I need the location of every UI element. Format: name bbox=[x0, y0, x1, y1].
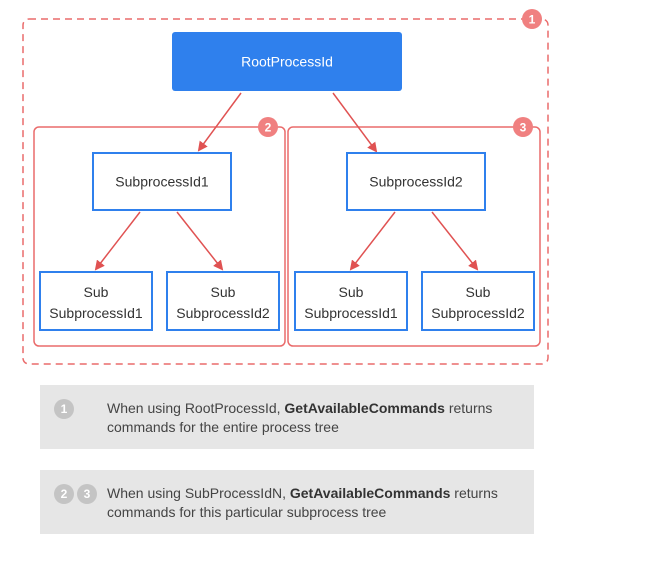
note-subprocess-text: When using SubProcessIdN, GetAvailableCo… bbox=[107, 485, 498, 520]
group-1-boundary bbox=[22, 18, 549, 365]
subprocess-2-box bbox=[346, 152, 486, 211]
note-root-text: When using RootProcessId, GetAvailableCo… bbox=[107, 400, 493, 435]
note-root-badge-1: 1 bbox=[54, 399, 74, 419]
group-1-badge-label: 1 bbox=[529, 13, 536, 27]
subsub-3-line2: SubprocessId1 bbox=[304, 305, 398, 321]
arrow-root-to-sub1 bbox=[197, 92, 242, 152]
subsub-2-line1: Sub bbox=[211, 284, 236, 300]
subsub-4-line1: Sub bbox=[466, 284, 491, 300]
note-subprocess-badges: 2 3 bbox=[54, 484, 97, 504]
subsub-3-line1: Sub bbox=[339, 284, 364, 300]
subsub-2-line2: SubprocessId2 bbox=[176, 305, 270, 321]
subsub-1-line2: SubprocessId1 bbox=[49, 305, 143, 321]
arrow-sub2-to-subsub3 bbox=[349, 211, 396, 271]
group-2-boundary bbox=[33, 126, 286, 347]
group-2-badge bbox=[258, 117, 278, 137]
arrow-sub1-to-subsub1 bbox=[94, 211, 141, 271]
subsub-1-line1: Sub bbox=[84, 284, 109, 300]
root-process-box bbox=[172, 32, 402, 91]
group-3-badge bbox=[513, 117, 533, 137]
subprocess-1-label: SubprocessId1 bbox=[115, 174, 209, 190]
subprocess-2-label: SubprocessId2 bbox=[369, 174, 463, 190]
root-process-label: RootProcessId bbox=[241, 54, 333, 70]
subsub-4-box bbox=[421, 271, 535, 331]
group-3-badge-label: 3 bbox=[520, 121, 527, 135]
group-3-boundary bbox=[287, 126, 541, 347]
subsub-3-box bbox=[294, 271, 408, 331]
subprocess-1-box bbox=[92, 152, 232, 211]
subsub-4-line2: SubprocessId2 bbox=[431, 305, 525, 321]
note-subprocess-badge-3: 3 bbox=[77, 484, 97, 504]
subsub-2-box bbox=[166, 271, 280, 331]
note-root: 1 When using RootProcessId, GetAvailable… bbox=[40, 385, 534, 449]
group-2-badge-label: 2 bbox=[265, 121, 272, 135]
subsub-1-box bbox=[39, 271, 153, 331]
note-subprocess: 2 3 When using SubProcessIdN, GetAvailab… bbox=[40, 470, 534, 534]
group-1-badge bbox=[522, 9, 542, 29]
note-subprocess-badge-2: 2 bbox=[54, 484, 74, 504]
arrow-sub2-to-subsub4 bbox=[431, 211, 479, 271]
arrow-root-to-sub2 bbox=[332, 92, 378, 153]
arrow-sub1-to-subsub2 bbox=[176, 211, 224, 271]
note-root-badges: 1 bbox=[54, 399, 74, 419]
